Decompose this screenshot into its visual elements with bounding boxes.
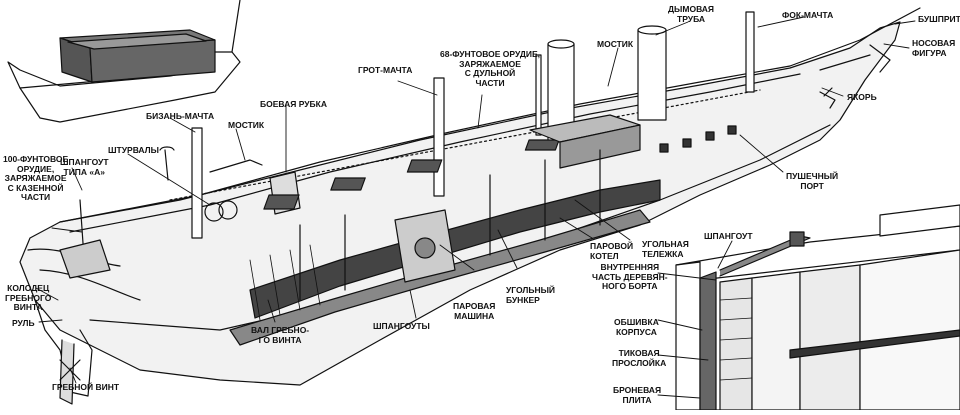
label-frame-a: ШПАНГОУТ ТИПА «А» xyxy=(60,157,109,177)
label-gun-port: ПУШЕЧНЫЙ ПОРТ xyxy=(786,171,839,191)
label-bridge-fore: МОСТИК xyxy=(597,39,634,49)
label-armor: БРОНЕВАЯ ПЛИТА xyxy=(613,385,662,405)
armor-detail-section xyxy=(675,204,960,411)
label-coal-cart: УГОЛЬНАЯ ТЕЛЕЖКА xyxy=(642,239,689,259)
label-mainmast: ГРОТ-МАЧТА xyxy=(358,65,413,75)
label-smokestack: ДЫМОВАЯ ТРУБА xyxy=(668,4,715,24)
label-rudder: РУЛЬ xyxy=(12,318,35,328)
label-frame-detail: ШПАНГОУТ xyxy=(704,231,753,241)
label-figurehead: НОСОВАЯ ФИГУРА xyxy=(912,38,956,58)
main-hull xyxy=(19,7,921,405)
label-frames: ШПАНГОУТЫ xyxy=(373,321,430,331)
label-shaft: ВАЛ ГРЕБНО- ГО ВИНТА xyxy=(251,325,310,345)
label-foremast: ФОК-МАЧТА xyxy=(782,10,834,20)
label-propeller: ГРЕБНОЙ ВИНТ xyxy=(52,382,120,392)
deck-structures xyxy=(59,11,755,321)
label-teak: ТИКОВАЯ ПРОСЛОЙКА xyxy=(612,348,667,368)
label-bowsprit: БУШПРИТ xyxy=(918,14,960,24)
label-coal-bunker: УГОЛЬНЫЙ БУНКЕР xyxy=(506,285,556,305)
label-gun-68: 68-ФУНТОВОЕ ОРУДИЕ, ЗАРЯЖАЕМОЕ С ДУЛЬНОЙ… xyxy=(440,49,541,88)
label-gun-100: 100-ФУНТОВОЕ ОРУДИЕ, ЗАРЯЖАЕМОЕ С КАЗЕНН… xyxy=(3,154,69,202)
label-hull-plating: ОБШИВКА КОРПУСА xyxy=(614,317,659,337)
label-conning-tower: БОЕВАЯ РУБКА xyxy=(260,99,327,109)
inset-citadel-ship xyxy=(7,0,241,123)
label-bridge-aft: МОСТИК xyxy=(228,120,265,130)
leader-lines xyxy=(35,16,916,399)
label-anchor: ЯКОРЬ xyxy=(847,92,877,102)
label-inner-wood: ВНУТРЕННЯЯ ЧАСТЬ ДЕРЕВЯН- НОГО БОРТА xyxy=(592,262,668,291)
label-boiler: ПАРОВОЙ КОТЕЛ xyxy=(590,241,634,261)
label-mizzen: БИЗАНЬ-МАЧТА xyxy=(146,111,215,121)
label-propeller-well: КОЛОДЕЦ ГРЕБНОГО ВИНТА xyxy=(5,283,52,312)
label-wheels: ШТУРВАЛЫ xyxy=(108,145,159,155)
label-engine: ПАРОВАЯ МАШИНА xyxy=(453,301,496,321)
